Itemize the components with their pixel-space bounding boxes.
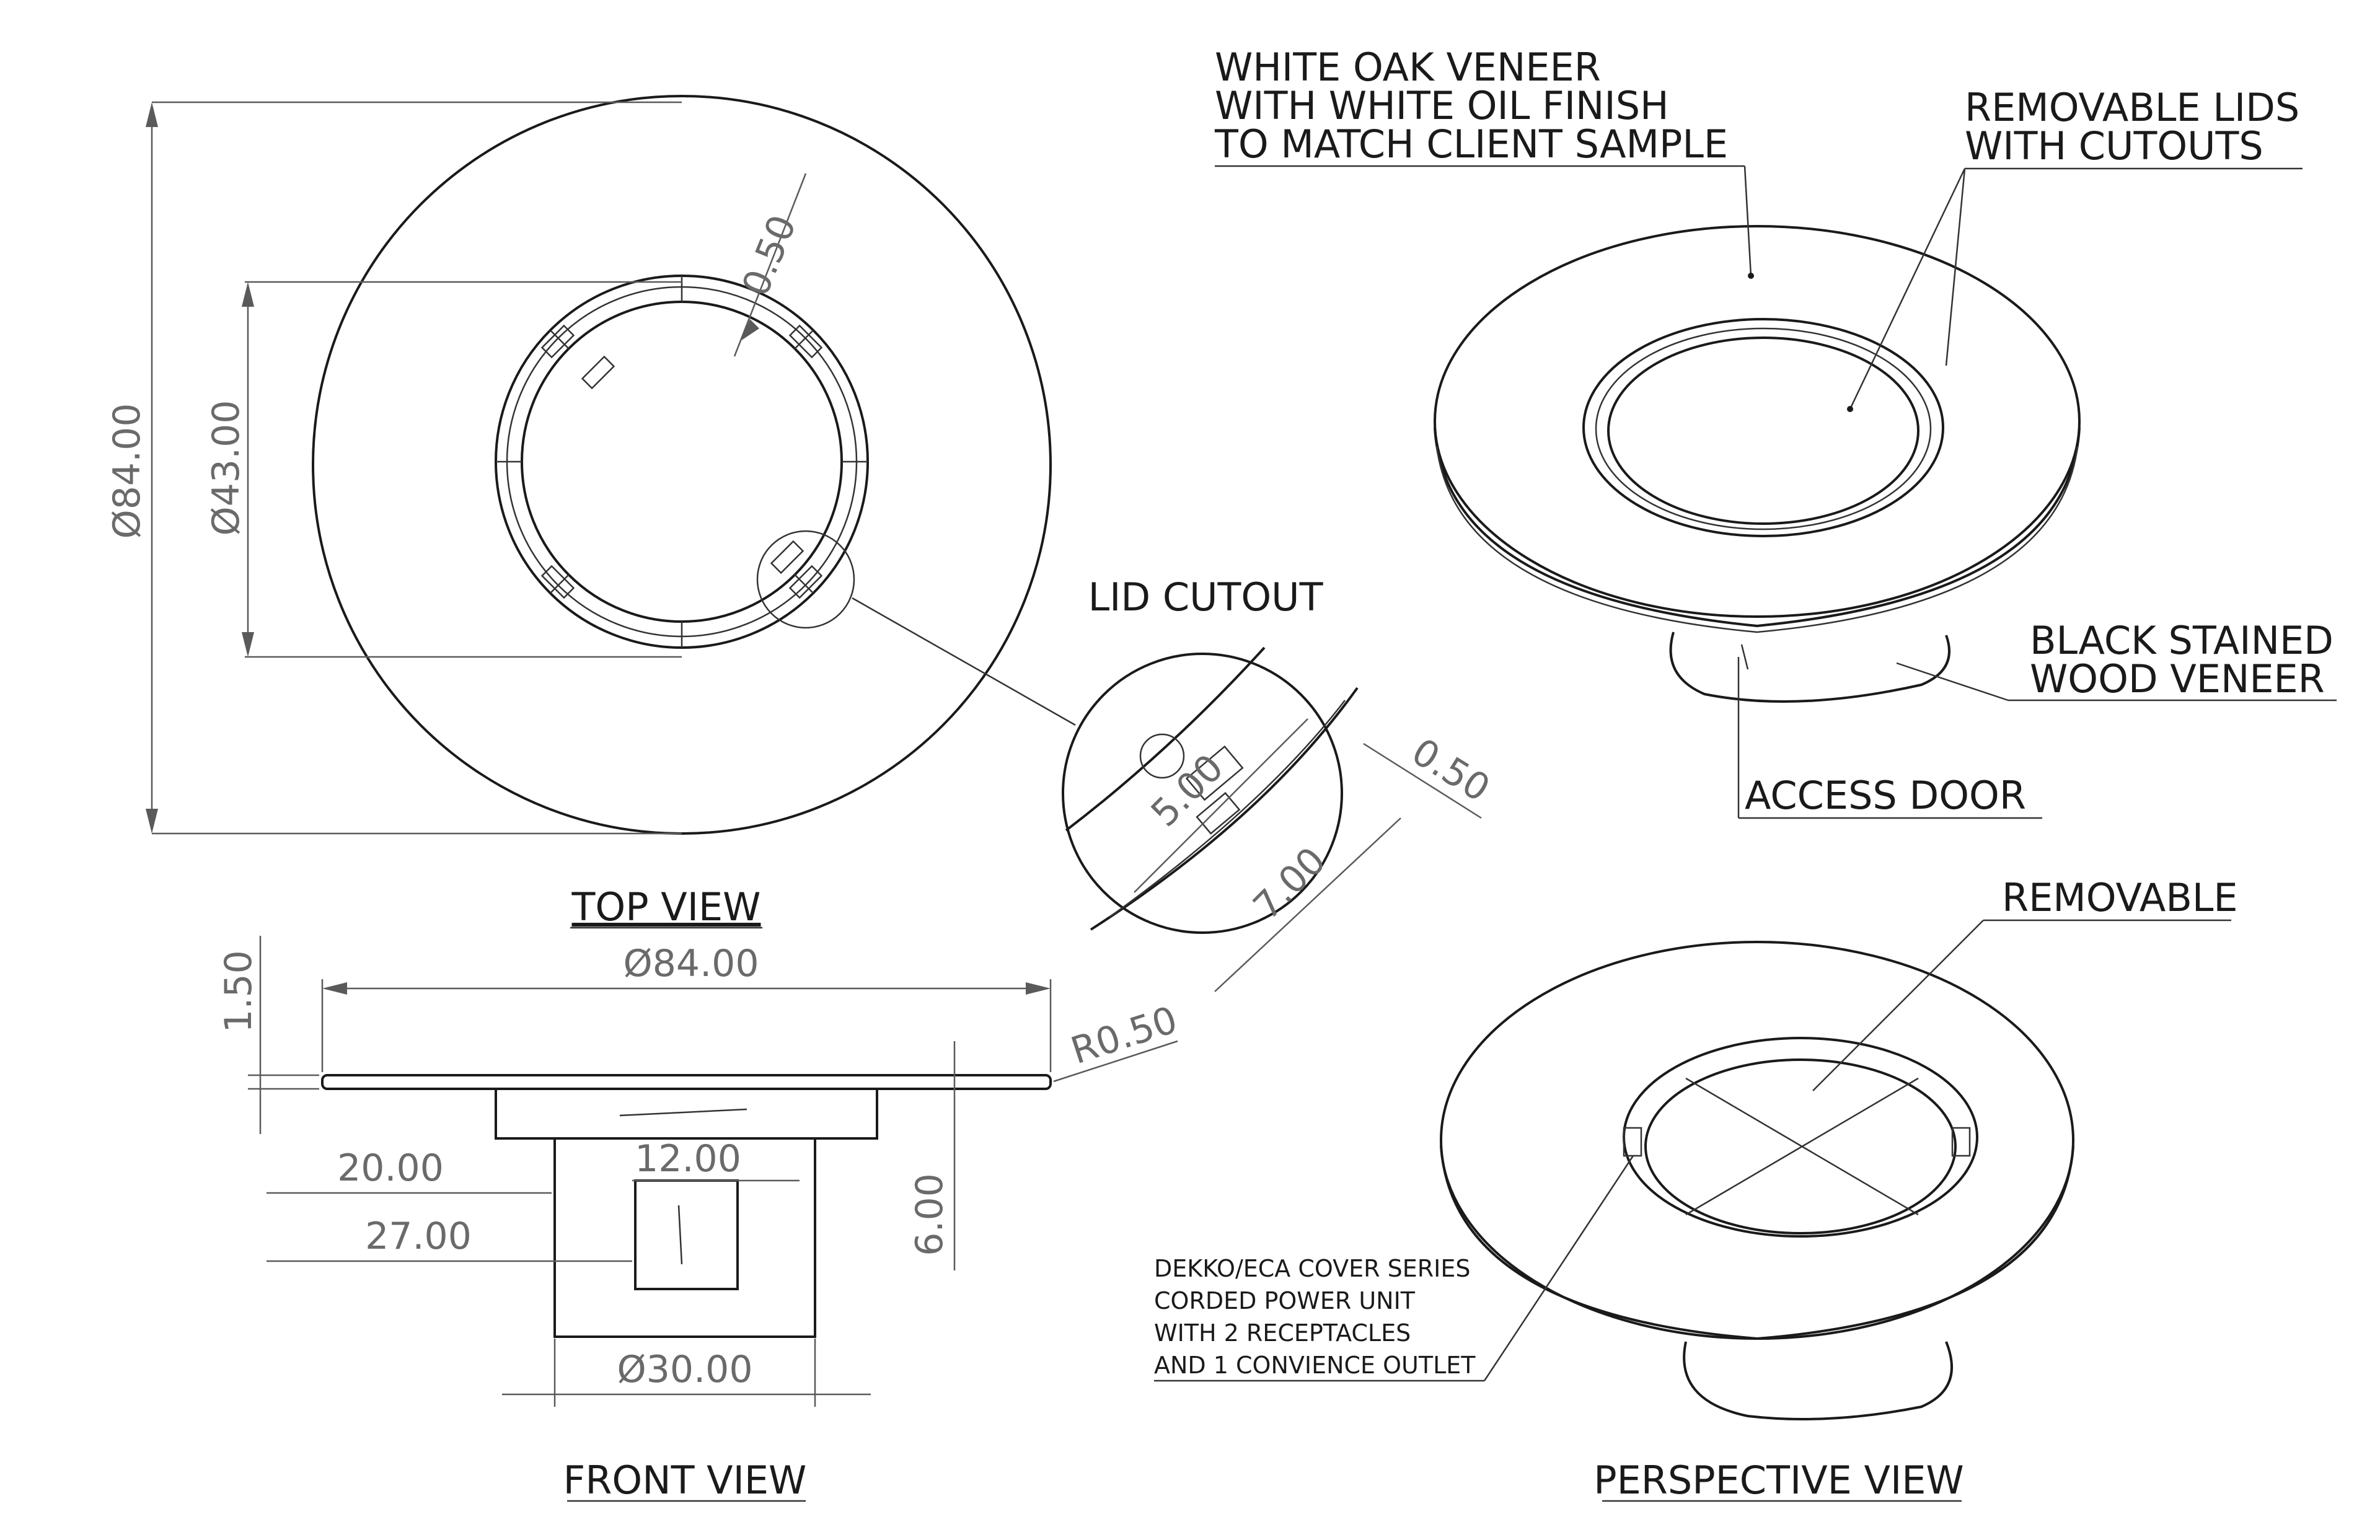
- power-note-line4: AND 1 CONVIENCE OUTLET: [1154, 1352, 1476, 1379]
- detail-view: LID CUTOUT 5.00 7.00 0.50: [1062, 574, 1497, 992]
- detail-length-label: 7.00: [1245, 839, 1334, 928]
- top-view-title: TOP VIEW: [571, 884, 761, 930]
- perspective-upper: WHITE OAK VENEER WITH WHITE OIL FINISH T…: [1214, 45, 2337, 819]
- front-view: Ø84.00 1.50 R0.50 6.00 20.00 27.00 12.00…: [217, 936, 1183, 1503]
- ring-separators: [496, 276, 868, 648]
- power-note-line1: DEKKO/ECA COVER SERIES: [1154, 1255, 1471, 1282]
- detail-width-label: 5.00: [1143, 746, 1232, 835]
- dim-gap-label: 0.50: [734, 209, 805, 302]
- front-d20-label: 20.00: [337, 1146, 444, 1190]
- veneer-note-line2: WITH WHITE OIL FINISH: [1215, 83, 1669, 128]
- veneer-note-line1: WHITE OAK VENEER: [1215, 45, 1601, 90]
- door-note: ACCESS DOOR: [1745, 773, 2026, 818]
- front-d27-label: 27.00: [365, 1215, 472, 1258]
- front-thickness-label: 1.50: [217, 950, 260, 1033]
- top-ring-inner: [521, 301, 843, 623]
- base-note-line1: BLACK STAINED: [2030, 618, 2334, 663]
- front-base: [553, 1137, 816, 1338]
- lids-note-line2: WITH CUTOUTS: [1965, 123, 2263, 169]
- front-view-title: FRONT VIEW: [563, 1458, 807, 1503]
- detail-title: LID CUTOUT: [1088, 574, 1324, 620]
- front-base-dia-label: Ø30.00: [617, 1348, 753, 1391]
- power-note-line2: CORDED POWER UNIT: [1154, 1287, 1416, 1314]
- veneer-note-line3: TO MATCH CLIENT SAMPLE: [1214, 121, 1728, 167]
- front-top-slab: [321, 1074, 1052, 1090]
- front-height-label: 6.00: [908, 1173, 951, 1256]
- lids-note-line1: REMOVABLE LIDS: [1965, 85, 2299, 130]
- dim-inner-dia: Ø43.00: [205, 281, 682, 658]
- dim-outer-dia-label: Ø84.00: [105, 403, 149, 539]
- top-view: Ø84.00 Ø43.00 0.50 TOP VIEW: [105, 95, 1076, 930]
- perspective-view-title: PERSPECTIVE VIEW: [1593, 1458, 1963, 1503]
- base-note-line2: WOOD VENEER: [2030, 656, 2325, 702]
- front-overall-label: Ø84.00: [624, 942, 759, 985]
- front-radius-label: R0.50: [1066, 998, 1183, 1073]
- dim-outer-dia: Ø84.00: [105, 101, 682, 835]
- front-d12-label: 12.00: [635, 1137, 741, 1181]
- detail-callout-circle: [756, 530, 855, 629]
- perspective-lower: REMOVABLE DEKKO/ECA COVER SERIES CORDED …: [1154, 875, 2238, 1503]
- dim-inner-dia-label: Ø43.00: [205, 400, 248, 536]
- lower-top-ellipse: [1440, 941, 2074, 1340]
- detail-circle: [1062, 653, 1343, 934]
- front-door: [634, 1179, 739, 1290]
- lid-cutouts: [540, 324, 823, 599]
- removable-note: REMOVABLE: [2002, 875, 2238, 920]
- front-apron: [495, 1088, 878, 1140]
- top-outer-circle: [312, 95, 1052, 835]
- power-note-line3: WITH 2 RECEPTACLES: [1154, 1319, 1411, 1347]
- upper-top-ellipse: [1434, 225, 2081, 618]
